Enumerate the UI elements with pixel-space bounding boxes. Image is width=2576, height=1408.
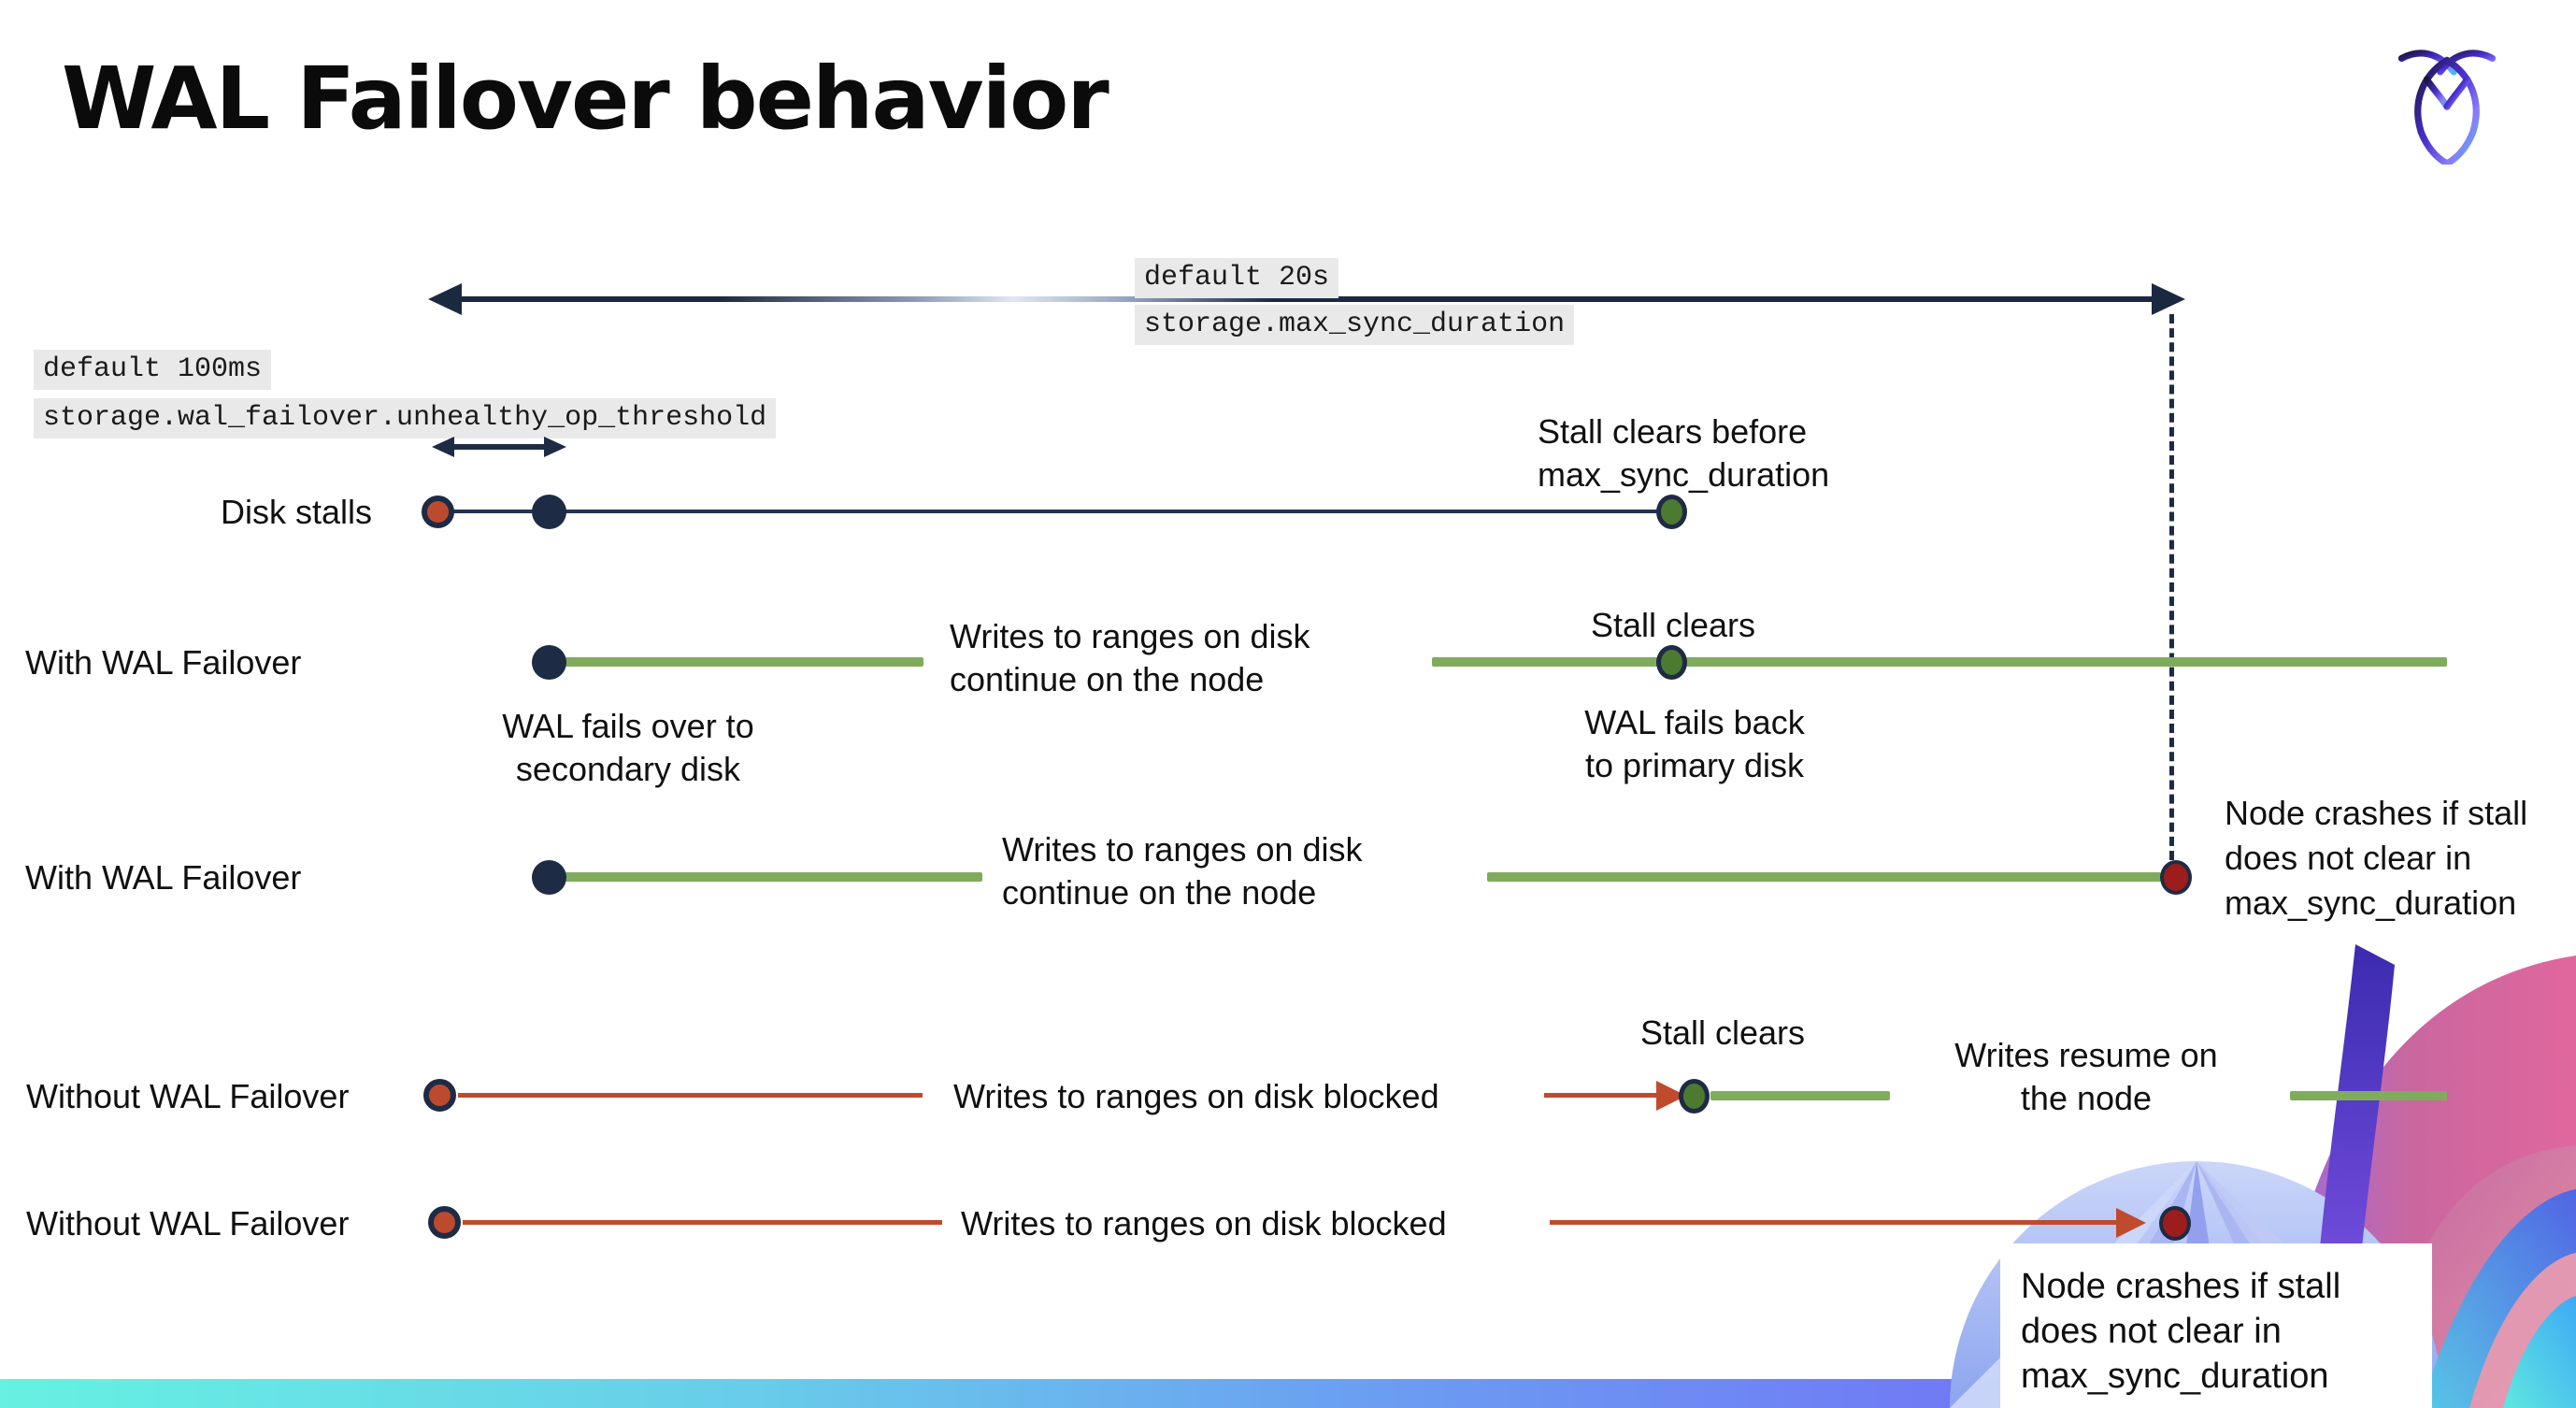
writes-blocked-note-1: Writes to ranges on disk blocked — [953, 1077, 1439, 1115]
node-crash-dot-1 — [2160, 860, 2192, 895]
small-arrow-left-head-icon — [432, 437, 454, 457]
page-title: WAL Failover behavior — [62, 49, 1109, 149]
failover-threshold-dot — [532, 495, 566, 529]
unhealthy-op-default-label: default 100ms — [34, 350, 272, 390]
small-arrow-right-head-icon — [544, 437, 566, 457]
writes-blocked-line-2a — [463, 1220, 942, 1225]
writes-resume-line-b — [2290, 1091, 2447, 1100]
row-label-with-wal-failover-2: With WAL Failover — [25, 858, 302, 897]
writes-continue-line-2b — [1487, 872, 2161, 882]
row-label-without-wal-failover-1: Without WAL Failover — [26, 1077, 350, 1115]
disk-stall-start-dot-2 — [423, 1079, 456, 1112]
disk-stall-start-dot-3 — [428, 1206, 461, 1239]
writes-blocked-note-2: Writes to ranges on disk blocked — [961, 1204, 1447, 1243]
row-label-with-wal-failover-1: With WAL Failover — [25, 643, 302, 682]
stall-clear-dot — [1656, 495, 1687, 529]
stall-clears-note-1: Stall clears — [1590, 606, 1756, 644]
failover-trigger-dot-1 — [532, 645, 566, 680]
writes-resume-line-a — [1710, 1091, 1890, 1100]
unhealthy-op-threshold-arrow — [447, 444, 548, 450]
writes-continue-note-2: Writes to ranges on disk continue on the… — [1002, 830, 1363, 912]
row-label-without-wal-failover-2: Without WAL Failover — [26, 1204, 350, 1243]
node-crash-note-2: Node crashes if stall does not clear in … — [2021, 1267, 2341, 1396]
writes-continue-note-1: Writes to ranges on disk continue on the… — [950, 617, 1310, 698]
node-crash-dot-2 — [2159, 1206, 2191, 1241]
writes-blocked-line-2b — [1550, 1220, 2124, 1225]
cockroachdb-logo-icon — [2397, 47, 2497, 167]
failover-note: WAL fails over to secondary disk — [502, 707, 754, 788]
node-crash-callout-box — [2000, 1243, 2432, 1408]
max-sync-default-label: default 20s — [1135, 258, 1339, 298]
writes-blocked-line-1a — [458, 1093, 923, 1098]
arrow-right-head-icon — [2152, 283, 2185, 315]
failover-trigger-dot-2 — [532, 860, 566, 895]
disk-stall-start-dot — [422, 496, 454, 528]
writes-continue-line-1a — [561, 657, 923, 667]
row-label-disk-stalls: Disk stalls — [221, 493, 373, 531]
unhealthy-op-setting-label: storage.wal_failover.unhealthy_op_thresh… — [34, 398, 777, 438]
writes-continue-line-1b — [1432, 657, 2447, 667]
failback-note: WAL fails back to primary disk — [1584, 703, 1805, 784]
max-sync-duration-arrow — [441, 296, 2172, 302]
writes-blocked-line-1b — [1544, 1093, 1664, 1098]
arrow-left-head-icon — [428, 283, 462, 315]
max-sync-setting-label: storage.max_sync_duration — [1135, 305, 1575, 345]
disk-stall-timeline — [449, 510, 1671, 513]
writes-continue-line-2a — [561, 872, 982, 882]
timeline-dashed-connector — [2169, 314, 2174, 860]
node-crash-note-1: Node crashes if stall does not clear in … — [2225, 794, 2528, 922]
failback-dot — [1656, 645, 1687, 680]
red-arrow-head-icon-2 — [2116, 1208, 2146, 1238]
writes-resume-note: Writes resume on the node — [1954, 1036, 2218, 1117]
stall-clears-note-2: Stall clears — [1639, 1013, 1806, 1052]
stall-clear-dot-2 — [1679, 1079, 1710, 1113]
stall-clears-before-note: Stall clears before max_sync_duration — [1538, 412, 1830, 494]
